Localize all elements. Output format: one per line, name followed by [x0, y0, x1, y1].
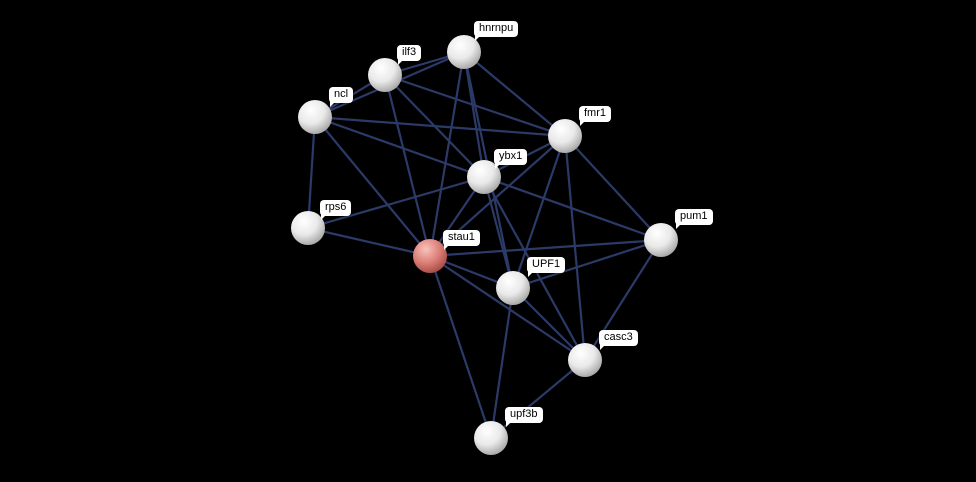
edge-ncl-ybx1 — [314, 115, 485, 179]
node-label-hnrnpu[interactable]: hnrnpu — [474, 21, 519, 41]
edge-ilf3-ybx1 — [384, 74, 485, 178]
node-ilf3[interactable] — [368, 58, 402, 92]
node-hnrnpu[interactable] — [447, 35, 481, 69]
node-label-rps6[interactable]: rps6 — [320, 200, 352, 220]
node-label-pum1[interactable]: pum1 — [675, 209, 713, 229]
edge-pum1-casc3 — [584, 239, 662, 361]
node-upf3b[interactable] — [474, 421, 508, 455]
node-label-casc3[interactable]: casc3 — [599, 330, 638, 350]
node-label-stau1[interactable]: stau1 — [443, 230, 480, 250]
edge-rps6-stau1 — [307, 226, 431, 258]
node-label-fmr1[interactable]: fmr1 — [579, 106, 611, 126]
edge-fmr1-casc3 — [563, 135, 587, 361]
edge-ybx1-UPF1 — [482, 176, 515, 289]
node-label-ncl[interactable]: ncl — [329, 87, 354, 107]
edge-ncl-stau1 — [314, 116, 431, 257]
edge-ilf3-stau1 — [383, 74, 432, 257]
edge-stau1-pum1 — [429, 238, 662, 258]
node-rps6[interactable] — [291, 211, 325, 245]
node-pum1[interactable] — [644, 223, 678, 257]
node-label-upf3b[interactable]: upf3b — [505, 407, 543, 427]
edge-ncl-rps6 — [306, 116, 317, 229]
edge-stau1-casc3 — [429, 255, 586, 361]
node-ybx1[interactable] — [467, 160, 501, 194]
edge-rps6-ybx1 — [307, 175, 485, 230]
edge-hnrnpu-fmr1 — [463, 51, 566, 137]
edge-UPF1-upf3b — [489, 287, 515, 439]
node-casc3[interactable] — [568, 343, 602, 377]
node-label-ybx1[interactable]: ybx1 — [494, 149, 528, 169]
edge-UPF1-pum1 — [512, 238, 662, 290]
edge-fmr1-UPF1 — [511, 135, 567, 289]
node-UPF1[interactable] — [496, 271, 530, 305]
edge-stau1-upf3b — [428, 255, 493, 439]
node-ncl[interactable] — [298, 100, 332, 134]
edge-ybx1-pum1 — [483, 175, 662, 242]
node-label-UPF1[interactable]: UPF1 — [527, 257, 566, 277]
edge-fmr1-pum1 — [564, 135, 662, 241]
node-stau1[interactable] — [413, 239, 447, 273]
edge-ncl-fmr1 — [314, 115, 566, 138]
node-fmr1[interactable] — [548, 119, 582, 153]
node-label-ilf3[interactable]: ilf3 — [397, 45, 422, 65]
edge-hnrnpu-stau1 — [428, 51, 466, 257]
